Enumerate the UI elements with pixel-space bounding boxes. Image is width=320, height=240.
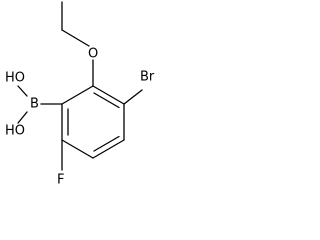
atom-label-hydroxyl-top: HO [5,71,25,86]
ring-bond-c6-c1 [61,85,94,105]
structure-diagram: O Br B HO HO F [5,1,155,188]
bond-b-oh-bottom [17,111,28,124]
bond-b-oh-top [17,85,28,97]
ring-bond-c1-c2 [92,85,125,105]
atom-label-hydroxyl-bottom: HO [5,124,25,139]
atom-label-boron: B [30,97,39,112]
bond-o-ch2 [61,29,90,47]
benzene-ring [61,85,125,159]
ring-bond-c4-c5 [61,139,94,159]
atom-label-oxygen: O [88,47,98,62]
atom-label-bromine: Br [140,70,155,85]
ring-double-bond-c1-c2 [93,92,120,109]
bond-c2-br [123,89,143,105]
ring-bond-c3-c4 [92,139,125,159]
atom-label-fluorine: F [57,173,64,188]
ring-double-bond-c3-c4 [93,135,120,152]
